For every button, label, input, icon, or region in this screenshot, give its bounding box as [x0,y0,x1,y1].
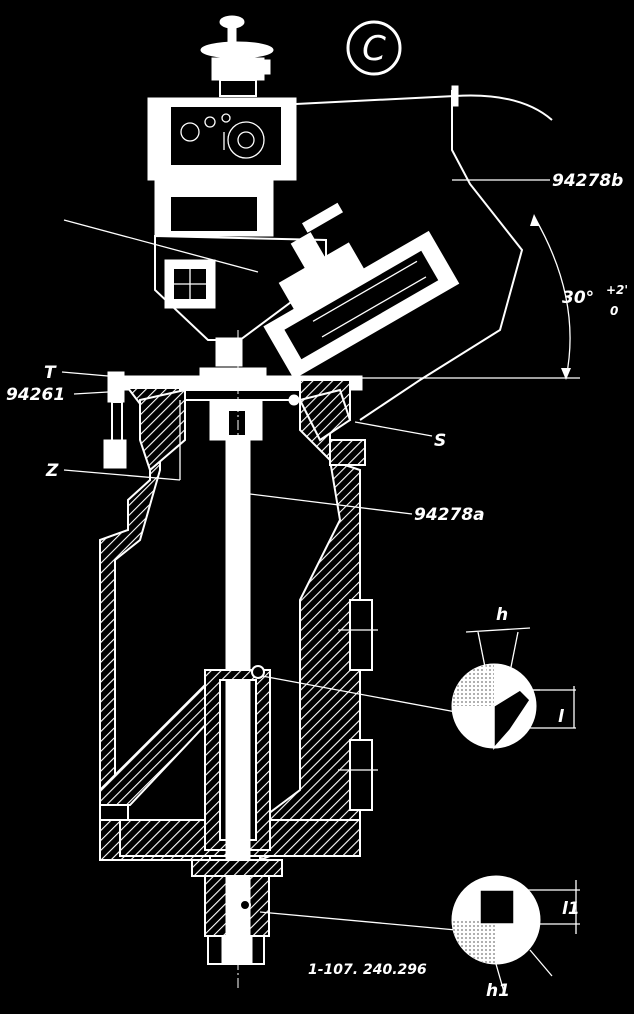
inclined-drive [263,202,460,380]
detail-upper: l h [261,605,576,750]
angle-tol-minus: 0 [610,304,618,318]
drawing-number: 1-107. 240.296 [308,962,427,978]
angle-tol-plus: +2' [606,283,628,297]
label-94278b: 94278b [552,171,623,191]
cable [295,95,456,105]
label-s: S [434,431,446,451]
gearbox [154,234,327,367]
label-t: T [44,363,57,383]
angle-arc [534,217,571,379]
detail-lower: l1 h1 [259,875,580,1001]
motor-housing [147,85,553,237]
casing [99,379,378,862]
detail-h1-label: h1 [486,981,510,1001]
bolt-t [103,371,127,469]
detail-l1-label: l1 [562,899,580,919]
shaft-94278a [191,330,283,990]
label-94278a: 94278a [414,505,485,525]
detail-h-label: h [496,605,508,625]
rod-94278b [359,90,524,421]
view-letter: C [362,29,386,69]
label-z: Z [45,461,59,481]
angle-base-label: 30° [562,288,594,308]
view-letter-circle [346,20,402,76]
label-94261: 94261 [6,385,65,405]
handwheel [200,15,274,97]
leader-gearbox [63,219,259,273]
detail-l-label: l [558,707,565,727]
